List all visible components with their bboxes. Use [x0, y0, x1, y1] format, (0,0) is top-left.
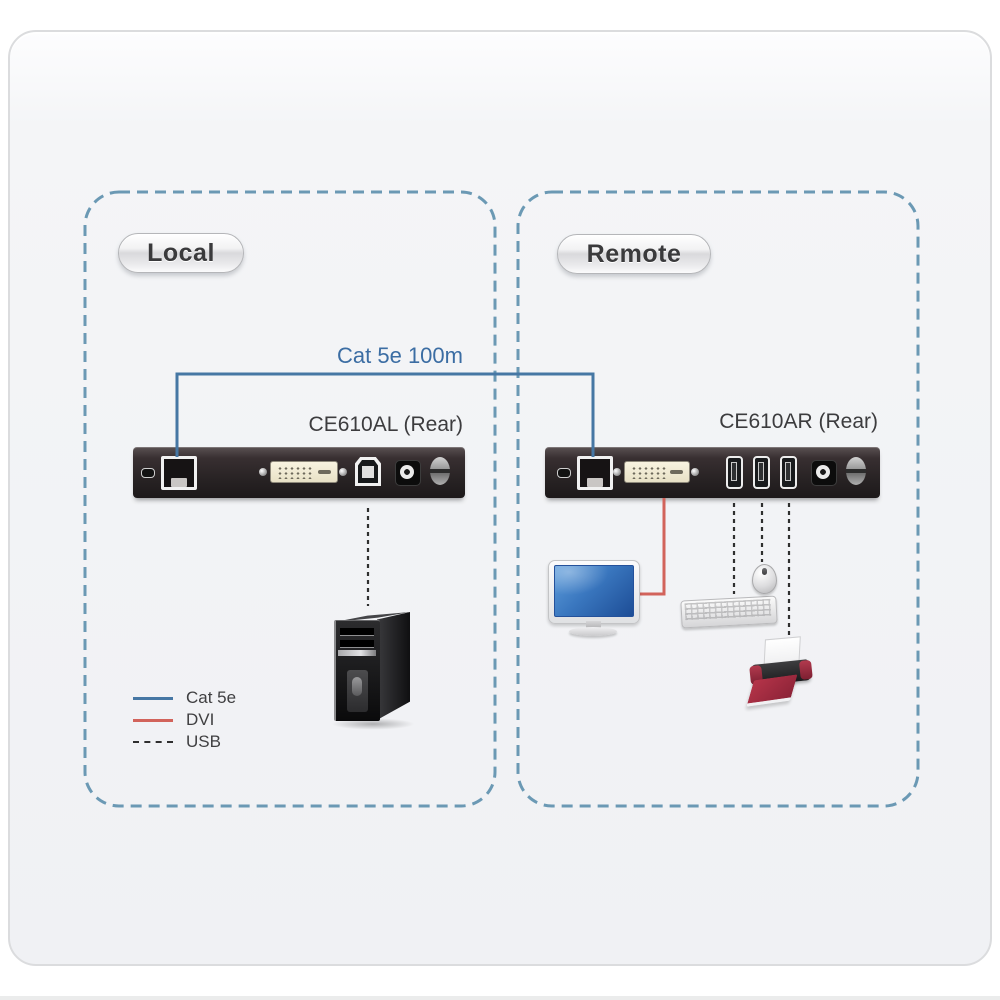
- usb-a-port-icon: [726, 456, 743, 489]
- dvi-port-icon: [270, 461, 338, 483]
- monitor-icon: [548, 560, 640, 636]
- grounding-terminal-icon: [557, 468, 571, 478]
- diagram-card: [8, 30, 992, 966]
- usb-b-port-icon: [355, 457, 381, 486]
- page-bottom-edge: [0, 996, 1000, 1000]
- remote-extender-rear-panel: [545, 447, 880, 498]
- remote-zone-badge: Remote: [557, 234, 711, 274]
- dvi-port-icon: [624, 461, 690, 483]
- dvi-screw-icon: [259, 468, 267, 476]
- legend-label: USB: [186, 732, 221, 751]
- dc-power-jack-icon: [395, 460, 421, 486]
- grounding-screw-icon: [846, 457, 866, 485]
- rj45-port-icon: [577, 456, 613, 490]
- grounding-terminal-icon: [141, 468, 155, 478]
- local-device-name: CE610AL (Rear): [308, 413, 463, 436]
- legend: Cat 5e DVI USB: [133, 687, 236, 753]
- dvi-screw-icon: [339, 468, 347, 476]
- mouse-icon: [752, 564, 777, 594]
- dvi-screw-icon: [691, 468, 699, 476]
- usb-line-swatch-icon: [133, 741, 173, 743]
- dvi-screw-icon: [613, 468, 621, 476]
- remote-device-name: CE610AR (Rear): [719, 410, 878, 433]
- legend-item-usb: USB: [133, 731, 236, 753]
- remote-zone-label: Remote: [586, 239, 682, 268]
- local-extender-rear-panel: [133, 447, 465, 498]
- dvi-line-swatch-icon: [133, 718, 173, 722]
- rj45-port-icon: [161, 456, 197, 490]
- legend-item-dvi: DVI: [133, 709, 236, 731]
- cat5e-cable-label: Cat 5e 100m: [337, 343, 463, 368]
- keyboard-icon: [680, 594, 778, 631]
- dc-power-jack-icon: [811, 460, 837, 486]
- legend-item-cat5e: Cat 5e: [133, 687, 236, 709]
- grounding-screw-icon: [430, 457, 450, 485]
- usb-a-port-icon: [753, 456, 770, 489]
- usb-a-port-icon: [780, 456, 797, 489]
- computer-tower-icon: [330, 608, 416, 730]
- legend-label: Cat 5e: [186, 688, 237, 707]
- local-zone-badge: Local: [118, 233, 244, 273]
- local-zone-label: Local: [147, 238, 215, 267]
- legend-label: DVI: [186, 710, 215, 729]
- printer-icon: [746, 636, 822, 708]
- cat5e-line-swatch-icon: [133, 696, 173, 700]
